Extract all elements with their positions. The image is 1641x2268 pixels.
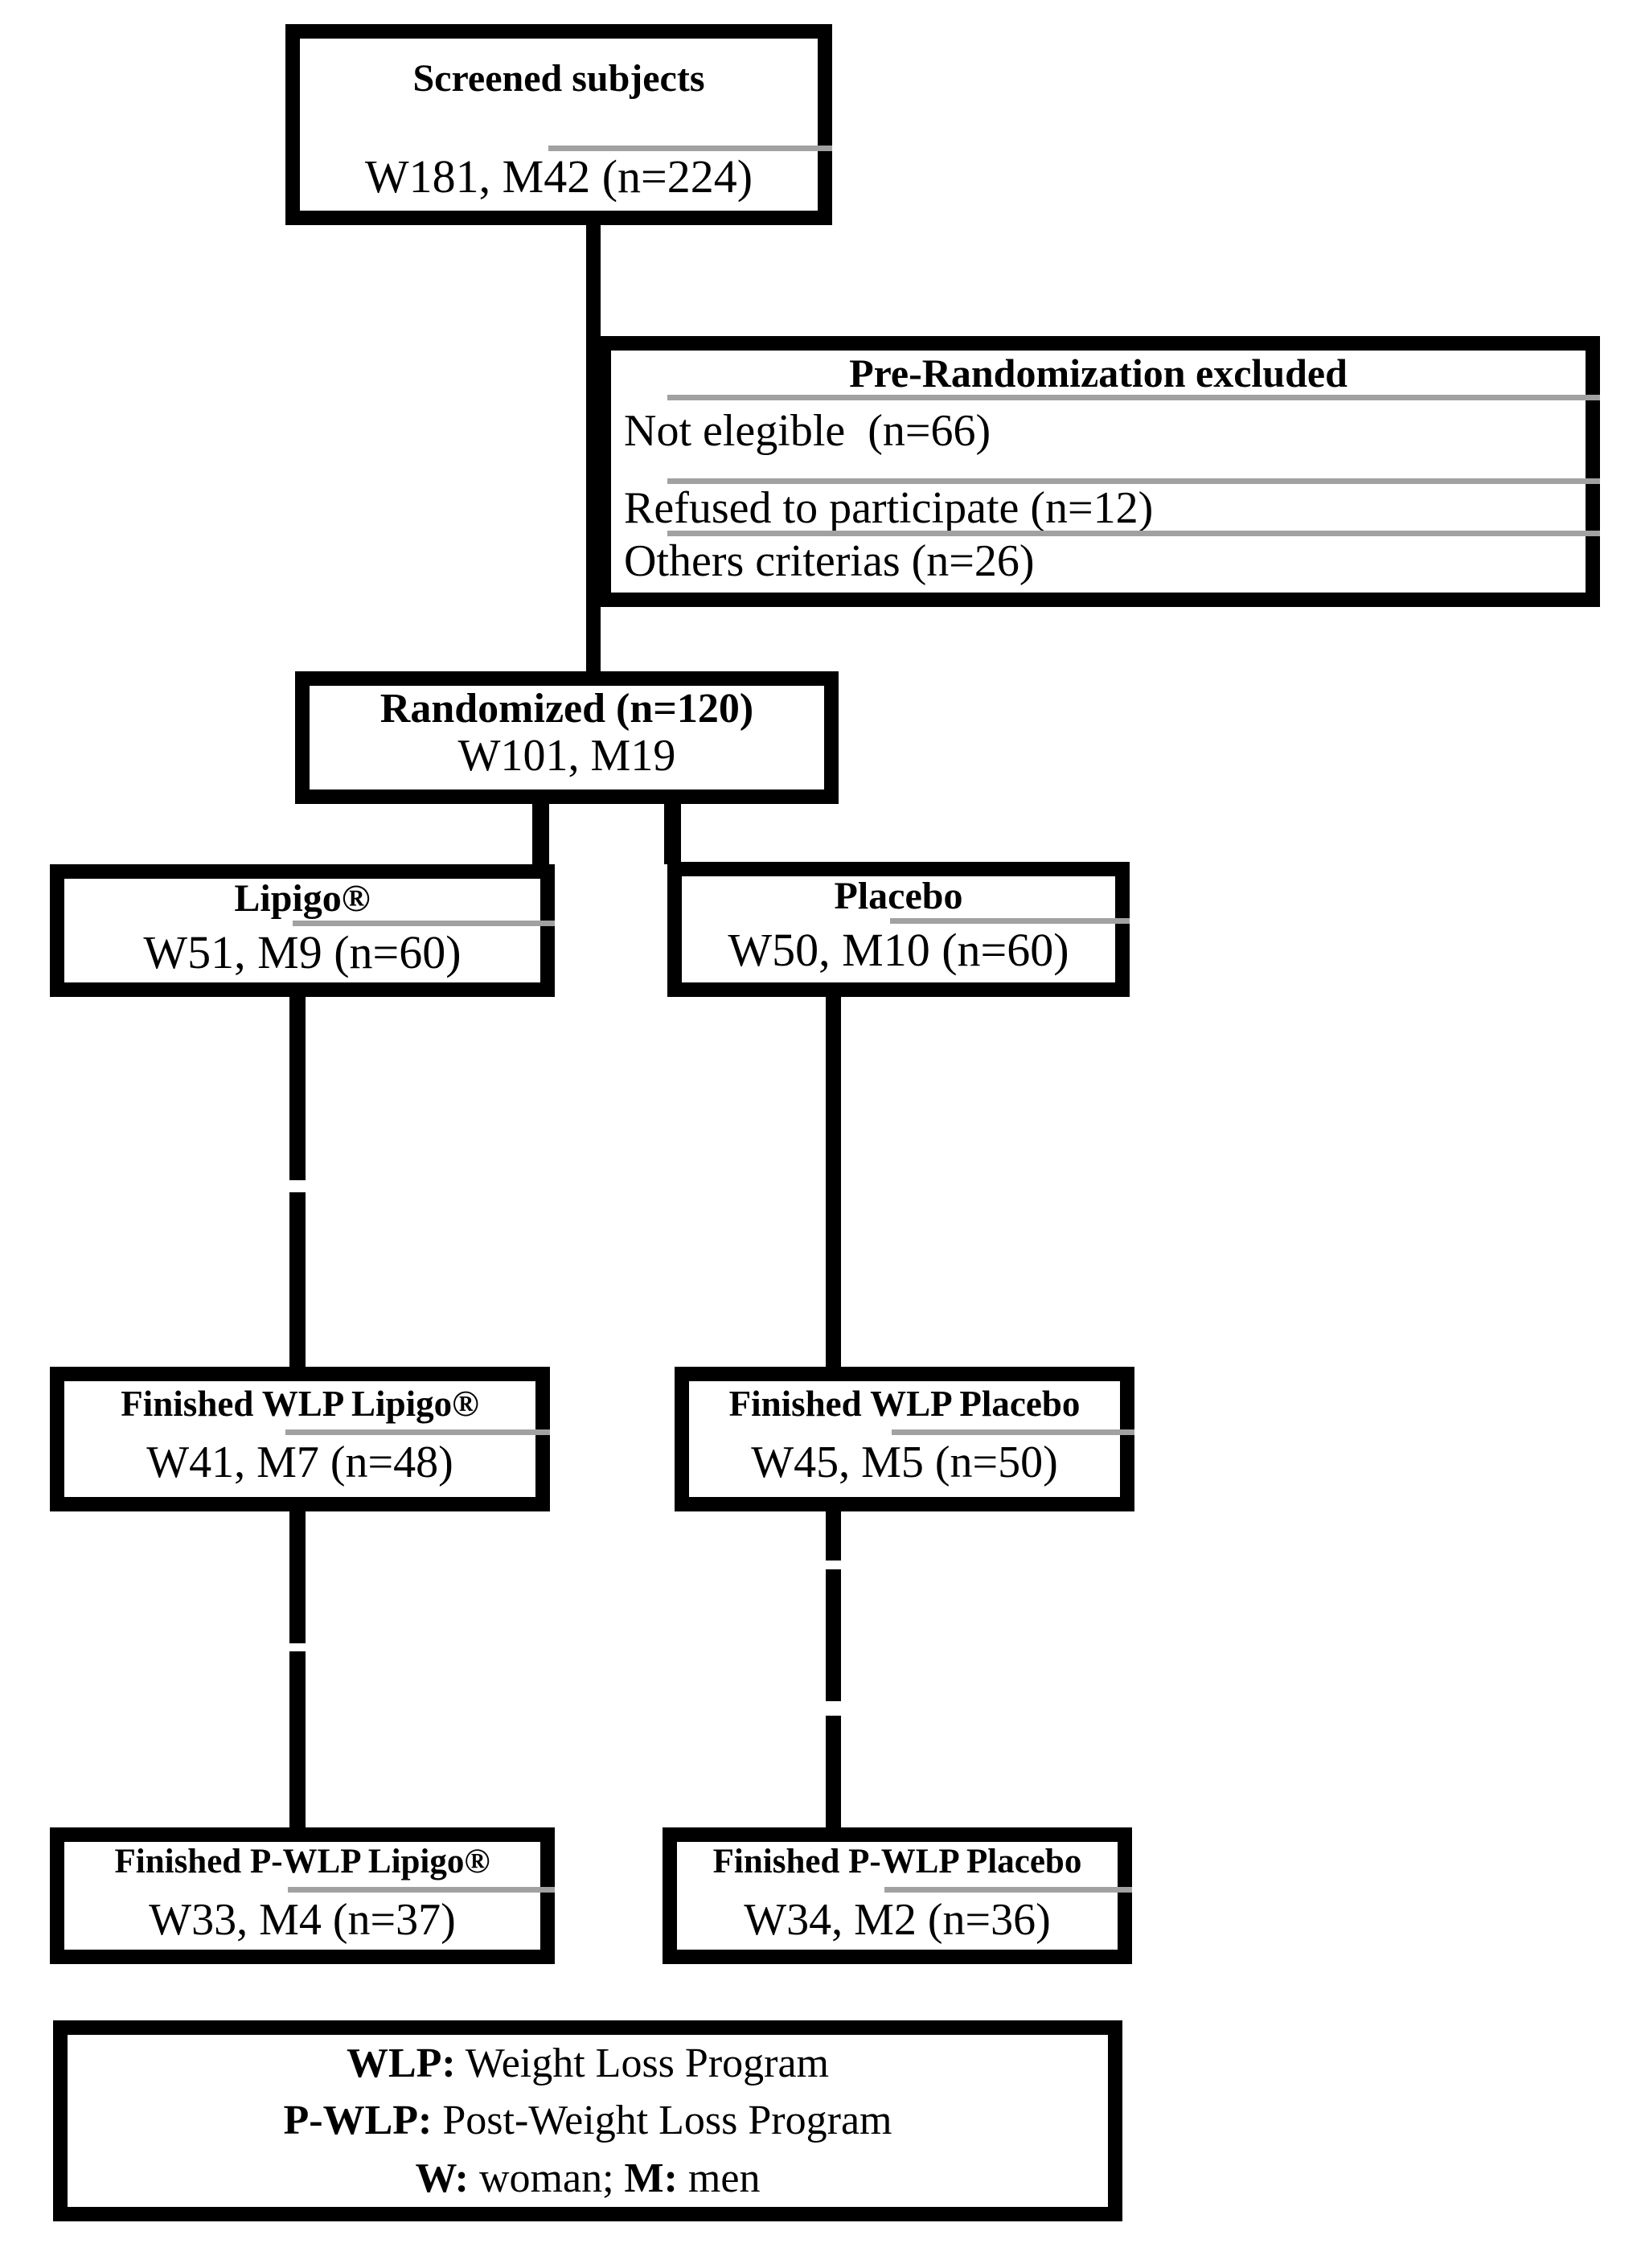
screened-subjects-value: W181, M42 (n=224) bbox=[364, 150, 753, 203]
finished-wlp-lipigo-divider bbox=[285, 1429, 550, 1435]
excluded-row-refused: Refused to participate (n=12) bbox=[624, 483, 1154, 533]
screened-subjects-divider bbox=[548, 146, 832, 151]
excluded-divider-3 bbox=[667, 531, 1600, 536]
randomized-box: Randomized (n=120) W101, M19 bbox=[295, 671, 839, 804]
connector-lipigo-to-finished-wlp-segment-1 bbox=[289, 995, 306, 1180]
finished-wlp-placebo-value: W45, M5 (n=50) bbox=[751, 1437, 1058, 1487]
lipigo-arm-title: Lipigo® bbox=[234, 877, 371, 920]
finished-pwlp-lipigo-divider bbox=[288, 1887, 555, 1893]
connector-finished-wlp-placebo-to-pwlp-segment-2 bbox=[826, 1569, 841, 1701]
legend-box: WLP: Weight Loss Program P-WLP: Post-Wei… bbox=[53, 2020, 1122, 2221]
connector-finished-wlp-lipigo-to-pwlp-segment-2 bbox=[289, 1651, 306, 1830]
legend-term-m: M: bbox=[624, 2155, 678, 2201]
legend-def-w: woman; bbox=[468, 2155, 625, 2201]
pre-randomization-excluded-box: Pre-Randomization excluded Not elegible … bbox=[597, 336, 1600, 607]
legend-def-m: men bbox=[677, 2155, 761, 2201]
legend-line-wm: W: woman; M: men bbox=[68, 2155, 1108, 2201]
finished-wlp-placebo-box: Finished WLP Placebo W45, M5 (n=50) bbox=[675, 1367, 1134, 1511]
legend-line-pwlp: P-WLP: Post-Weight Loss Program bbox=[68, 2098, 1108, 2143]
legend-def-pwlp: Post-Weight Loss Program bbox=[432, 2098, 892, 2144]
excluded-title: Pre-Randomization excluded bbox=[849, 351, 1348, 396]
finished-wlp-lipigo-box: Finished WLP Lipigo® W41, M7 (n=48) bbox=[50, 1367, 550, 1511]
legend-line-wlp: WLP: Weight Loss Program bbox=[68, 2040, 1108, 2086]
finished-wlp-lipigo-title: Finished WLP Lipigo® bbox=[121, 1384, 479, 1424]
finished-wlp-lipigo-value: W41, M7 (n=48) bbox=[146, 1437, 453, 1487]
connector-randomized-to-lipigo bbox=[532, 801, 549, 867]
excluded-row-not-eligible: Not elegible (n=66) bbox=[624, 406, 991, 456]
finished-pwlp-lipigo-title: Finished P-WLP Lipigo® bbox=[114, 1843, 490, 1880]
legend-def-wlp: Weight Loss Program bbox=[455, 2040, 830, 2087]
randomized-title: Randomized (n=120) bbox=[379, 686, 754, 732]
excluded-divider-1 bbox=[667, 395, 1600, 400]
lipigo-arm-divider bbox=[293, 921, 555, 926]
legend-term-wlp: WLP: bbox=[346, 2040, 456, 2087]
excluded-divider-2 bbox=[667, 478, 1600, 484]
connector-placebo-to-finished-wlp bbox=[826, 995, 841, 1369]
screened-subjects-box: Screened subjects W181, M42 (n=224) bbox=[285, 24, 832, 225]
connector-lipigo-to-finished-wlp-segment-2 bbox=[289, 1192, 306, 1369]
finished-pwlp-placebo-divider bbox=[884, 1887, 1132, 1893]
connector-randomized-to-placebo bbox=[664, 801, 681, 864]
connector-finished-wlp-placebo-to-pwlp-segment-3 bbox=[826, 1716, 841, 1830]
placebo-arm-box: Placebo W50, M10 (n=60) bbox=[667, 862, 1130, 997]
lipigo-arm-box: Lipigo® W51, M9 (n=60) bbox=[50, 864, 555, 997]
finished-wlp-placebo-title: Finished WLP Placebo bbox=[728, 1384, 1081, 1424]
placebo-arm-divider bbox=[889, 918, 1130, 924]
randomized-value: W101, M19 bbox=[457, 731, 676, 781]
connector-finished-wlp-lipigo-to-pwlp-segment-1 bbox=[289, 1510, 306, 1643]
finished-pwlp-placebo-box: Finished P-WLP Placebo W34, M2 (n=36) bbox=[663, 1827, 1132, 1964]
screened-subjects-title: Screened subjects bbox=[412, 57, 705, 100]
finished-pwlp-lipigo-box: Finished P-WLP Lipigo® W33, M4 (n=37) bbox=[50, 1827, 555, 1964]
lipigo-arm-value: W51, M9 (n=60) bbox=[143, 926, 462, 978]
excluded-row-others: Others criterias (n=26) bbox=[624, 536, 1035, 586]
finished-wlp-placebo-divider bbox=[891, 1429, 1134, 1435]
finished-pwlp-lipigo-value: W33, M4 (n=37) bbox=[149, 1895, 456, 1945]
placebo-arm-title: Placebo bbox=[834, 875, 963, 917]
legend-term-pwlp: P-WLP: bbox=[283, 2098, 433, 2144]
finished-pwlp-placebo-title: Finished P-WLP Placebo bbox=[712, 1843, 1082, 1880]
finished-pwlp-placebo-value: W34, M2 (n=36) bbox=[744, 1895, 1051, 1945]
placebo-arm-value: W50, M10 (n=60) bbox=[728, 924, 1069, 976]
legend-term-w: W: bbox=[415, 2155, 469, 2201]
connector-finished-wlp-placebo-to-pwlp-segment-1 bbox=[826, 1510, 841, 1561]
